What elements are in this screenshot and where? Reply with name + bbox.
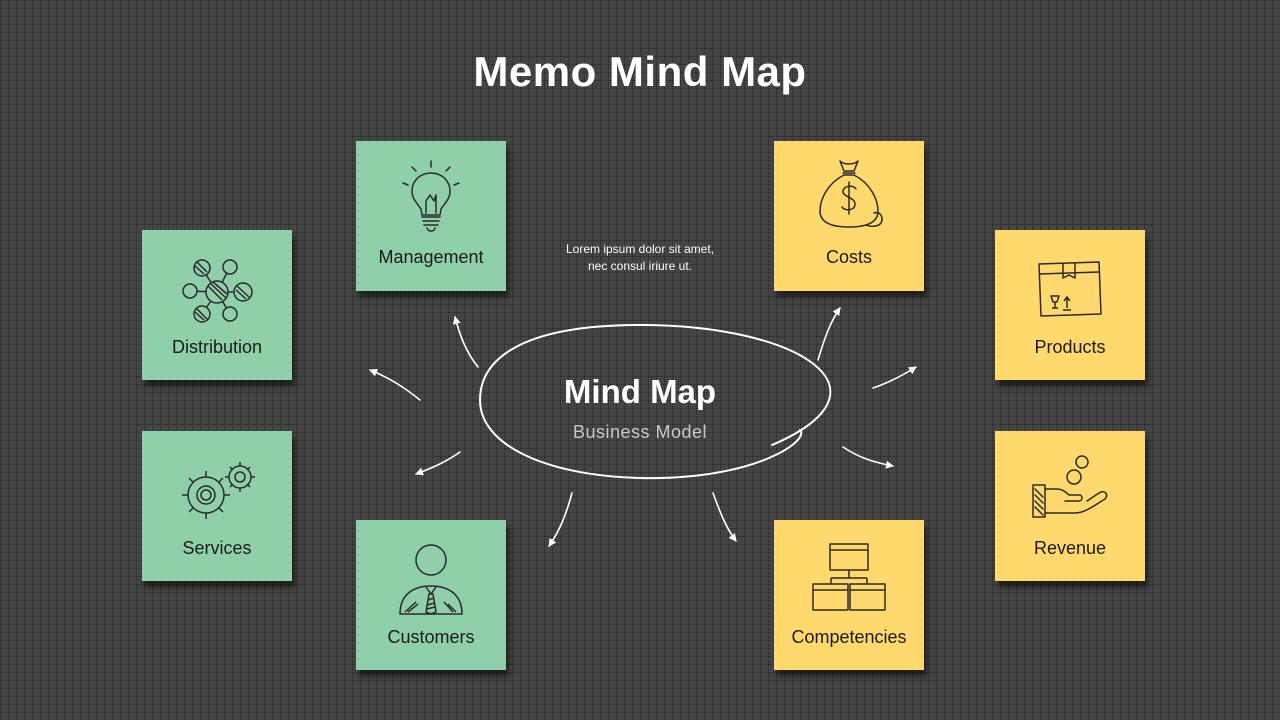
arrow-distribution [369,368,421,401]
page-title: Memo Mind Map [473,48,807,95]
memo-services: Services [142,431,292,581]
arrow-management [452,316,479,368]
memo-label: Customers [387,627,475,647]
memo-competencies: Competencies [774,520,924,670]
arrow-costs [817,307,841,361]
gears-icon [182,462,255,519]
arrow-customers [548,492,573,547]
memo-label: Distribution [171,337,263,357]
person-icon [399,544,463,615]
memo-customers: Customers [356,520,506,670]
memo-label: Costs [825,247,872,267]
center-ellipse [478,323,832,480]
arrow-services [415,451,461,476]
note-line-2: nec consul iriure ut. [587,259,693,273]
memo-costs: Costs [774,141,924,291]
memo-products: Products [995,230,1145,380]
lightbulb-icon [402,160,460,232]
arrow-revenue [842,446,894,469]
memo-label: Revenue [1033,538,1107,558]
arrow-competencies [712,492,737,542]
center-title: Mind Map [563,373,717,410]
memo-distribution: Distribution [142,230,292,380]
memo-revenue: Revenue [995,431,1145,581]
network-icon [182,259,253,323]
note-line-1: Lorem ipsum dolor sit amet, [565,242,715,256]
hand-coins-icon [1032,455,1108,518]
note-text: Lorem ipsum dolor sit amet, nec consul i… [540,241,740,275]
memo-label: Management [378,247,484,267]
memo-management: Management [356,141,506,291]
arrow-products [872,366,917,389]
center-subtitle: Business Model [572,422,708,442]
memo-label: Services [182,538,252,558]
memo-label: Competencies [791,627,907,647]
money-bag-icon [819,160,883,228]
org-chart-icon [812,543,886,611]
memo-label: Products [1034,337,1106,357]
box-icon [1038,261,1102,317]
